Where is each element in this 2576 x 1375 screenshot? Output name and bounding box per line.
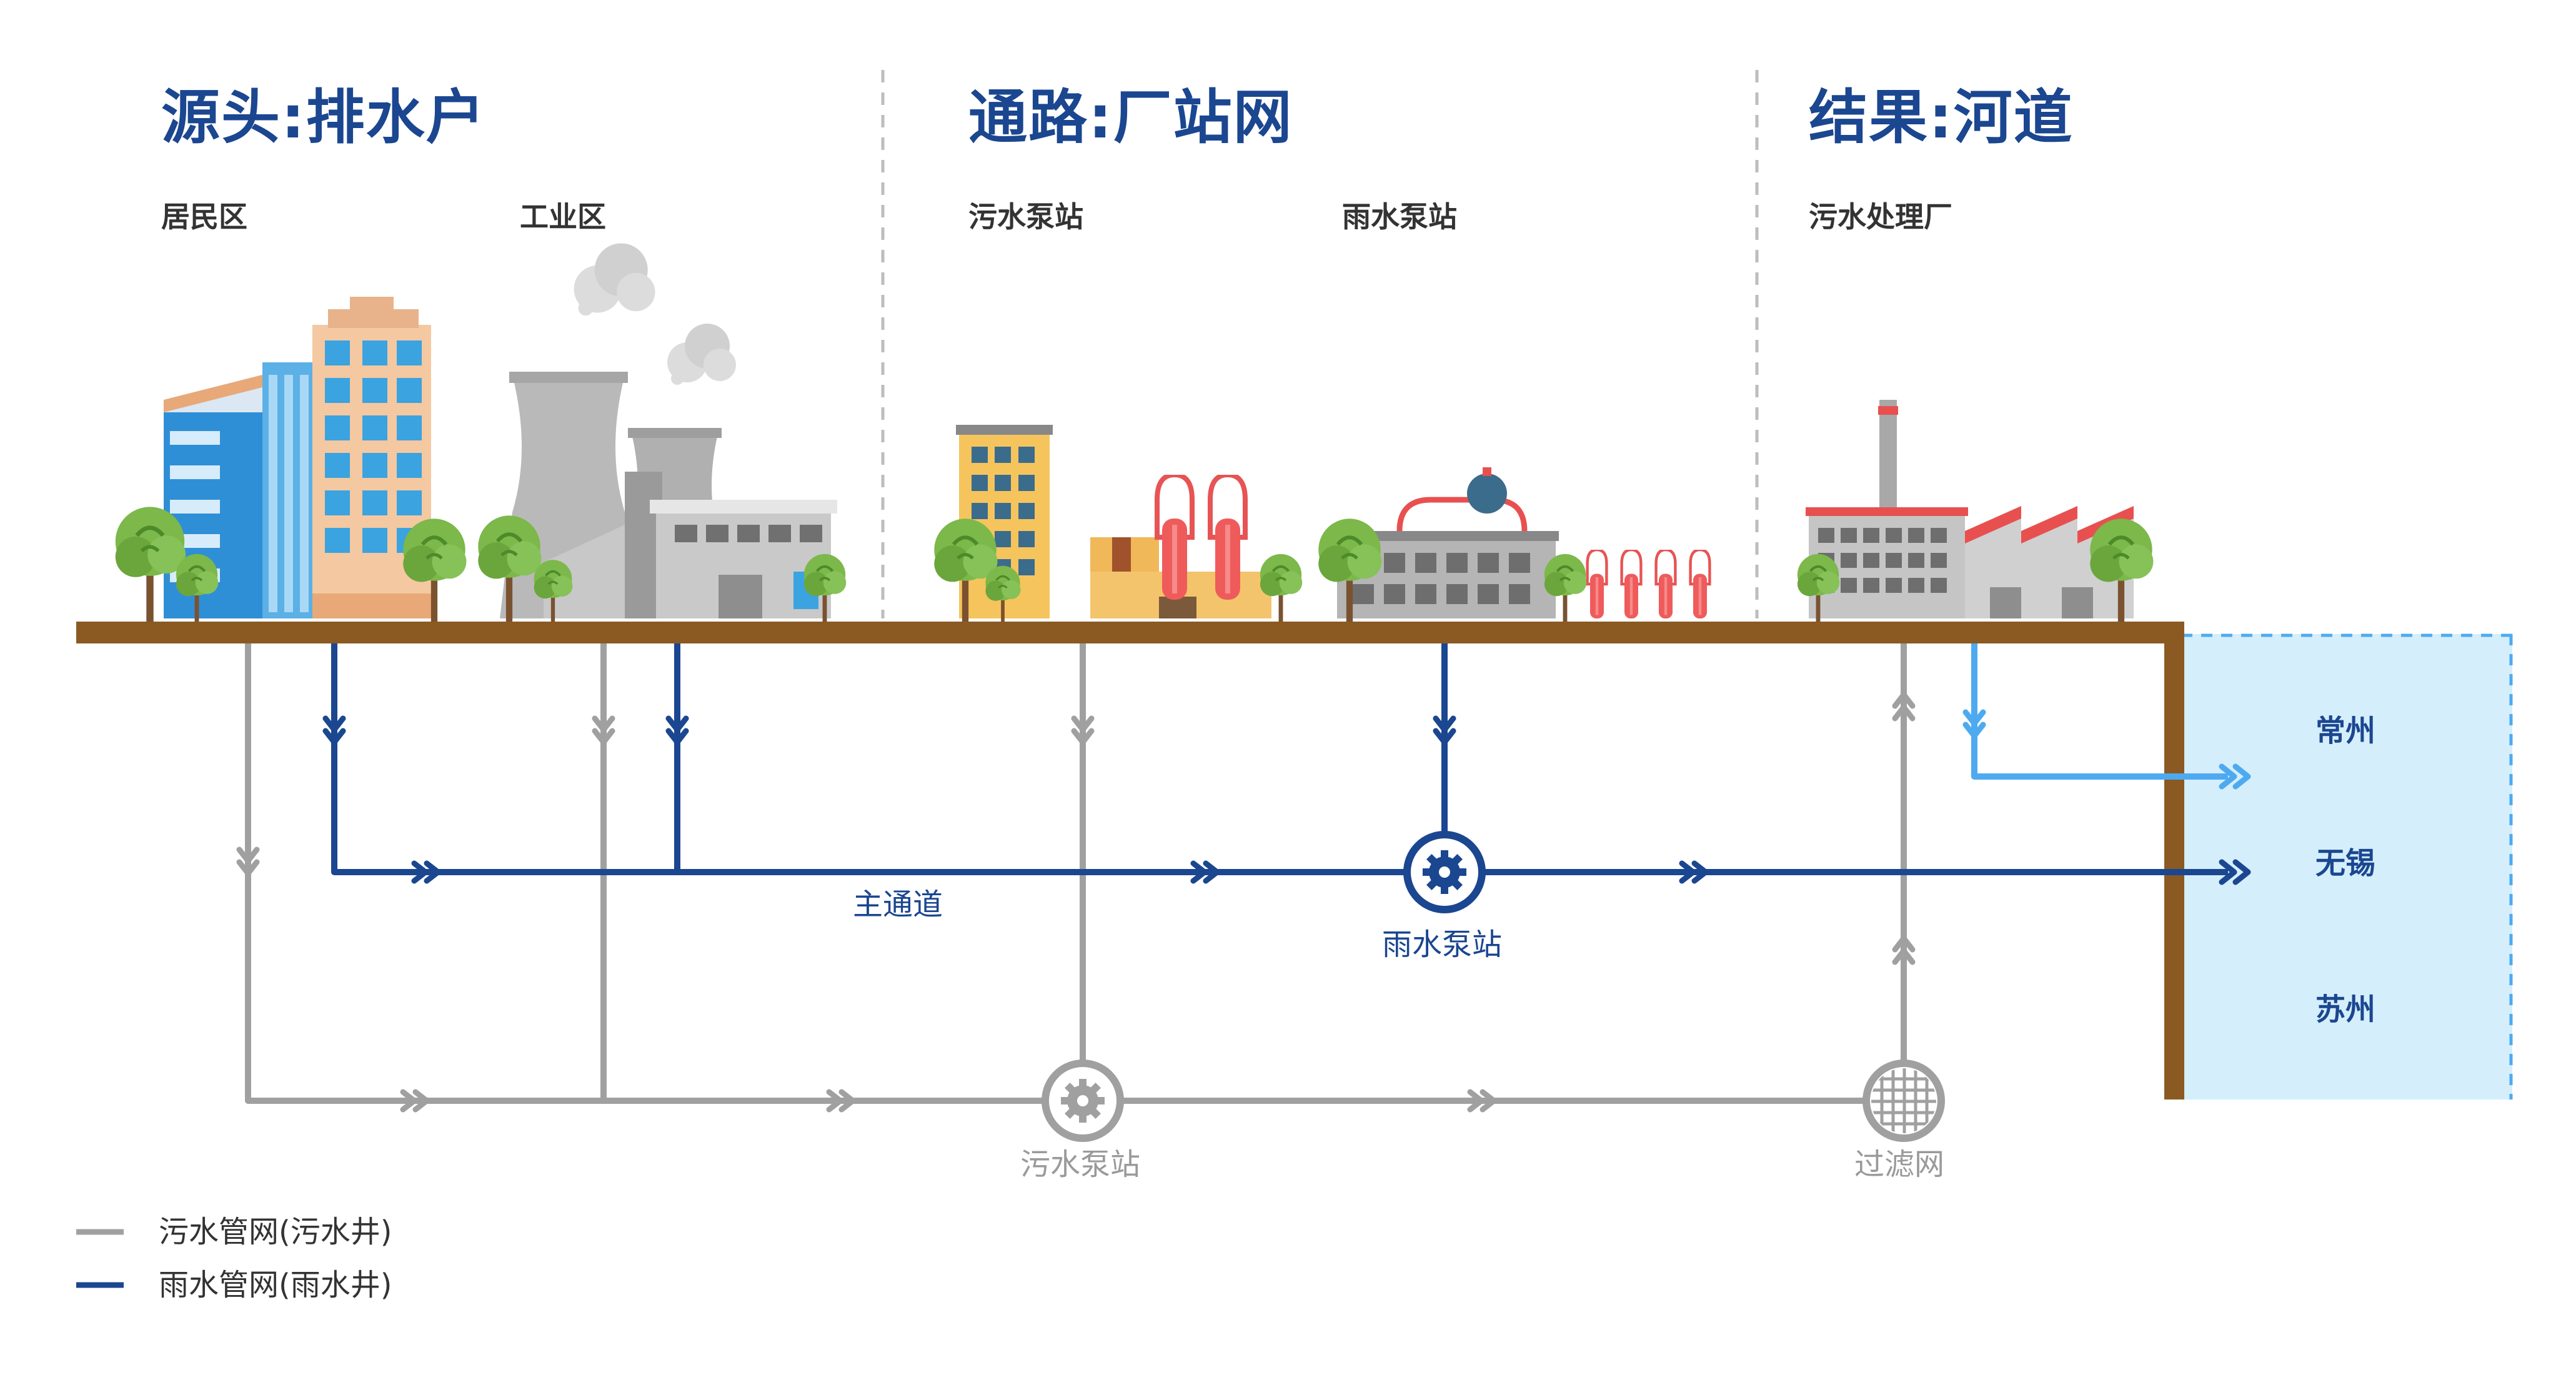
label-sewage-pump: 污水泵站 [1020,1147,1141,1182]
chevron-arrow-icon [322,715,2251,885]
label-residential: 居民区 [161,200,247,234]
gear-icon [1403,831,1486,913]
section-title-result: 结果:河道 [1809,84,2074,152]
river-bank [2164,622,2184,1100]
rain-pump-station [1318,467,1709,625]
sewage-pump-station [934,425,1302,625]
filter-mesh-icon [1862,1060,1945,1142]
sewage-treatment-plant [1798,400,2154,625]
label-industrial: 工业区 [520,200,606,234]
label-filter: 过滤网 [1854,1147,1945,1182]
river-area [2181,634,2512,1100]
treated-outflow [1971,643,2228,780]
section-title-source: 源头:排水户 [161,84,486,152]
label-rain-pump: 雨水泵站 [1382,927,1503,962]
legend-rain: 雨水管网(雨水井) [159,1268,392,1303]
gear-icon [1042,1060,1124,1142]
river-label-changzhou: 常州 [2315,713,2376,748]
chevron-arrow-icon [1962,709,2251,790]
label-sewage-pump-top: 污水泵站 [968,200,1083,234]
label-main-channel: 主通道 [853,887,943,922]
residential-buildings [116,297,467,625]
ground-line [76,622,2184,643]
rain-network [331,643,2228,875]
river-label-wuxi: 无锡 [2315,846,2376,881]
label-treatment-plant: 污水处理厂 [1809,200,1952,234]
chevron-arrow-icon [236,692,1916,1113]
river-label-suzhou: 苏州 [2315,992,2376,1027]
section-title-channel: 通路:厂站网 [968,84,1293,152]
legend-sewage: 污水管网(污水井) [159,1214,392,1249]
industrial-plant [478,243,846,625]
label-rain-pump-top: 雨水泵站 [1342,200,1457,234]
